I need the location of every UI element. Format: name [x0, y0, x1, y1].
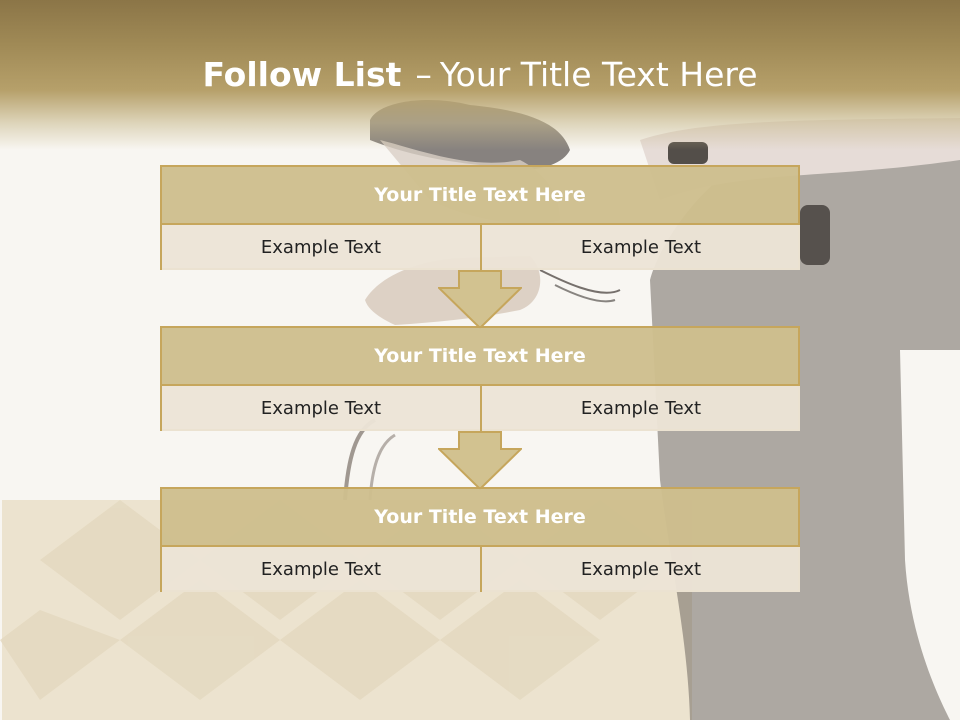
- block-title: Your Title Text Here: [162, 328, 798, 386]
- down-arrow-icon: [438, 431, 522, 491]
- block-divider: [480, 386, 482, 431]
- block-left-text: Example Text: [162, 225, 480, 270]
- block-divider: [480, 547, 482, 592]
- list-block-2: Your Title Text Here Example Text Exampl…: [160, 326, 800, 431]
- slide-title-bold: Follow List: [202, 55, 402, 94]
- slide-title-separator: –: [415, 55, 432, 94]
- block-right-text: Example Text: [482, 386, 800, 431]
- block-divider: [480, 225, 482, 270]
- block-title: Your Title Text Here: [162, 489, 798, 547]
- block-left-text: Example Text: [162, 386, 480, 431]
- down-arrow-icon: [438, 270, 522, 330]
- list-block-3: Your Title Text Here Example Text Exampl…: [160, 487, 800, 592]
- block-right-text: Example Text: [482, 547, 800, 592]
- list-block-1: Your Title Text Here Example Text Exampl…: [160, 165, 800, 270]
- slide-title-rest: Your Title Text Here: [439, 55, 758, 94]
- slide-title: Follow List–Your Title Text Here: [0, 52, 960, 98]
- block-right-text: Example Text: [482, 225, 800, 270]
- block-title: Your Title Text Here: [162, 167, 798, 225]
- header-band: [0, 0, 960, 150]
- block-left-text: Example Text: [162, 547, 480, 592]
